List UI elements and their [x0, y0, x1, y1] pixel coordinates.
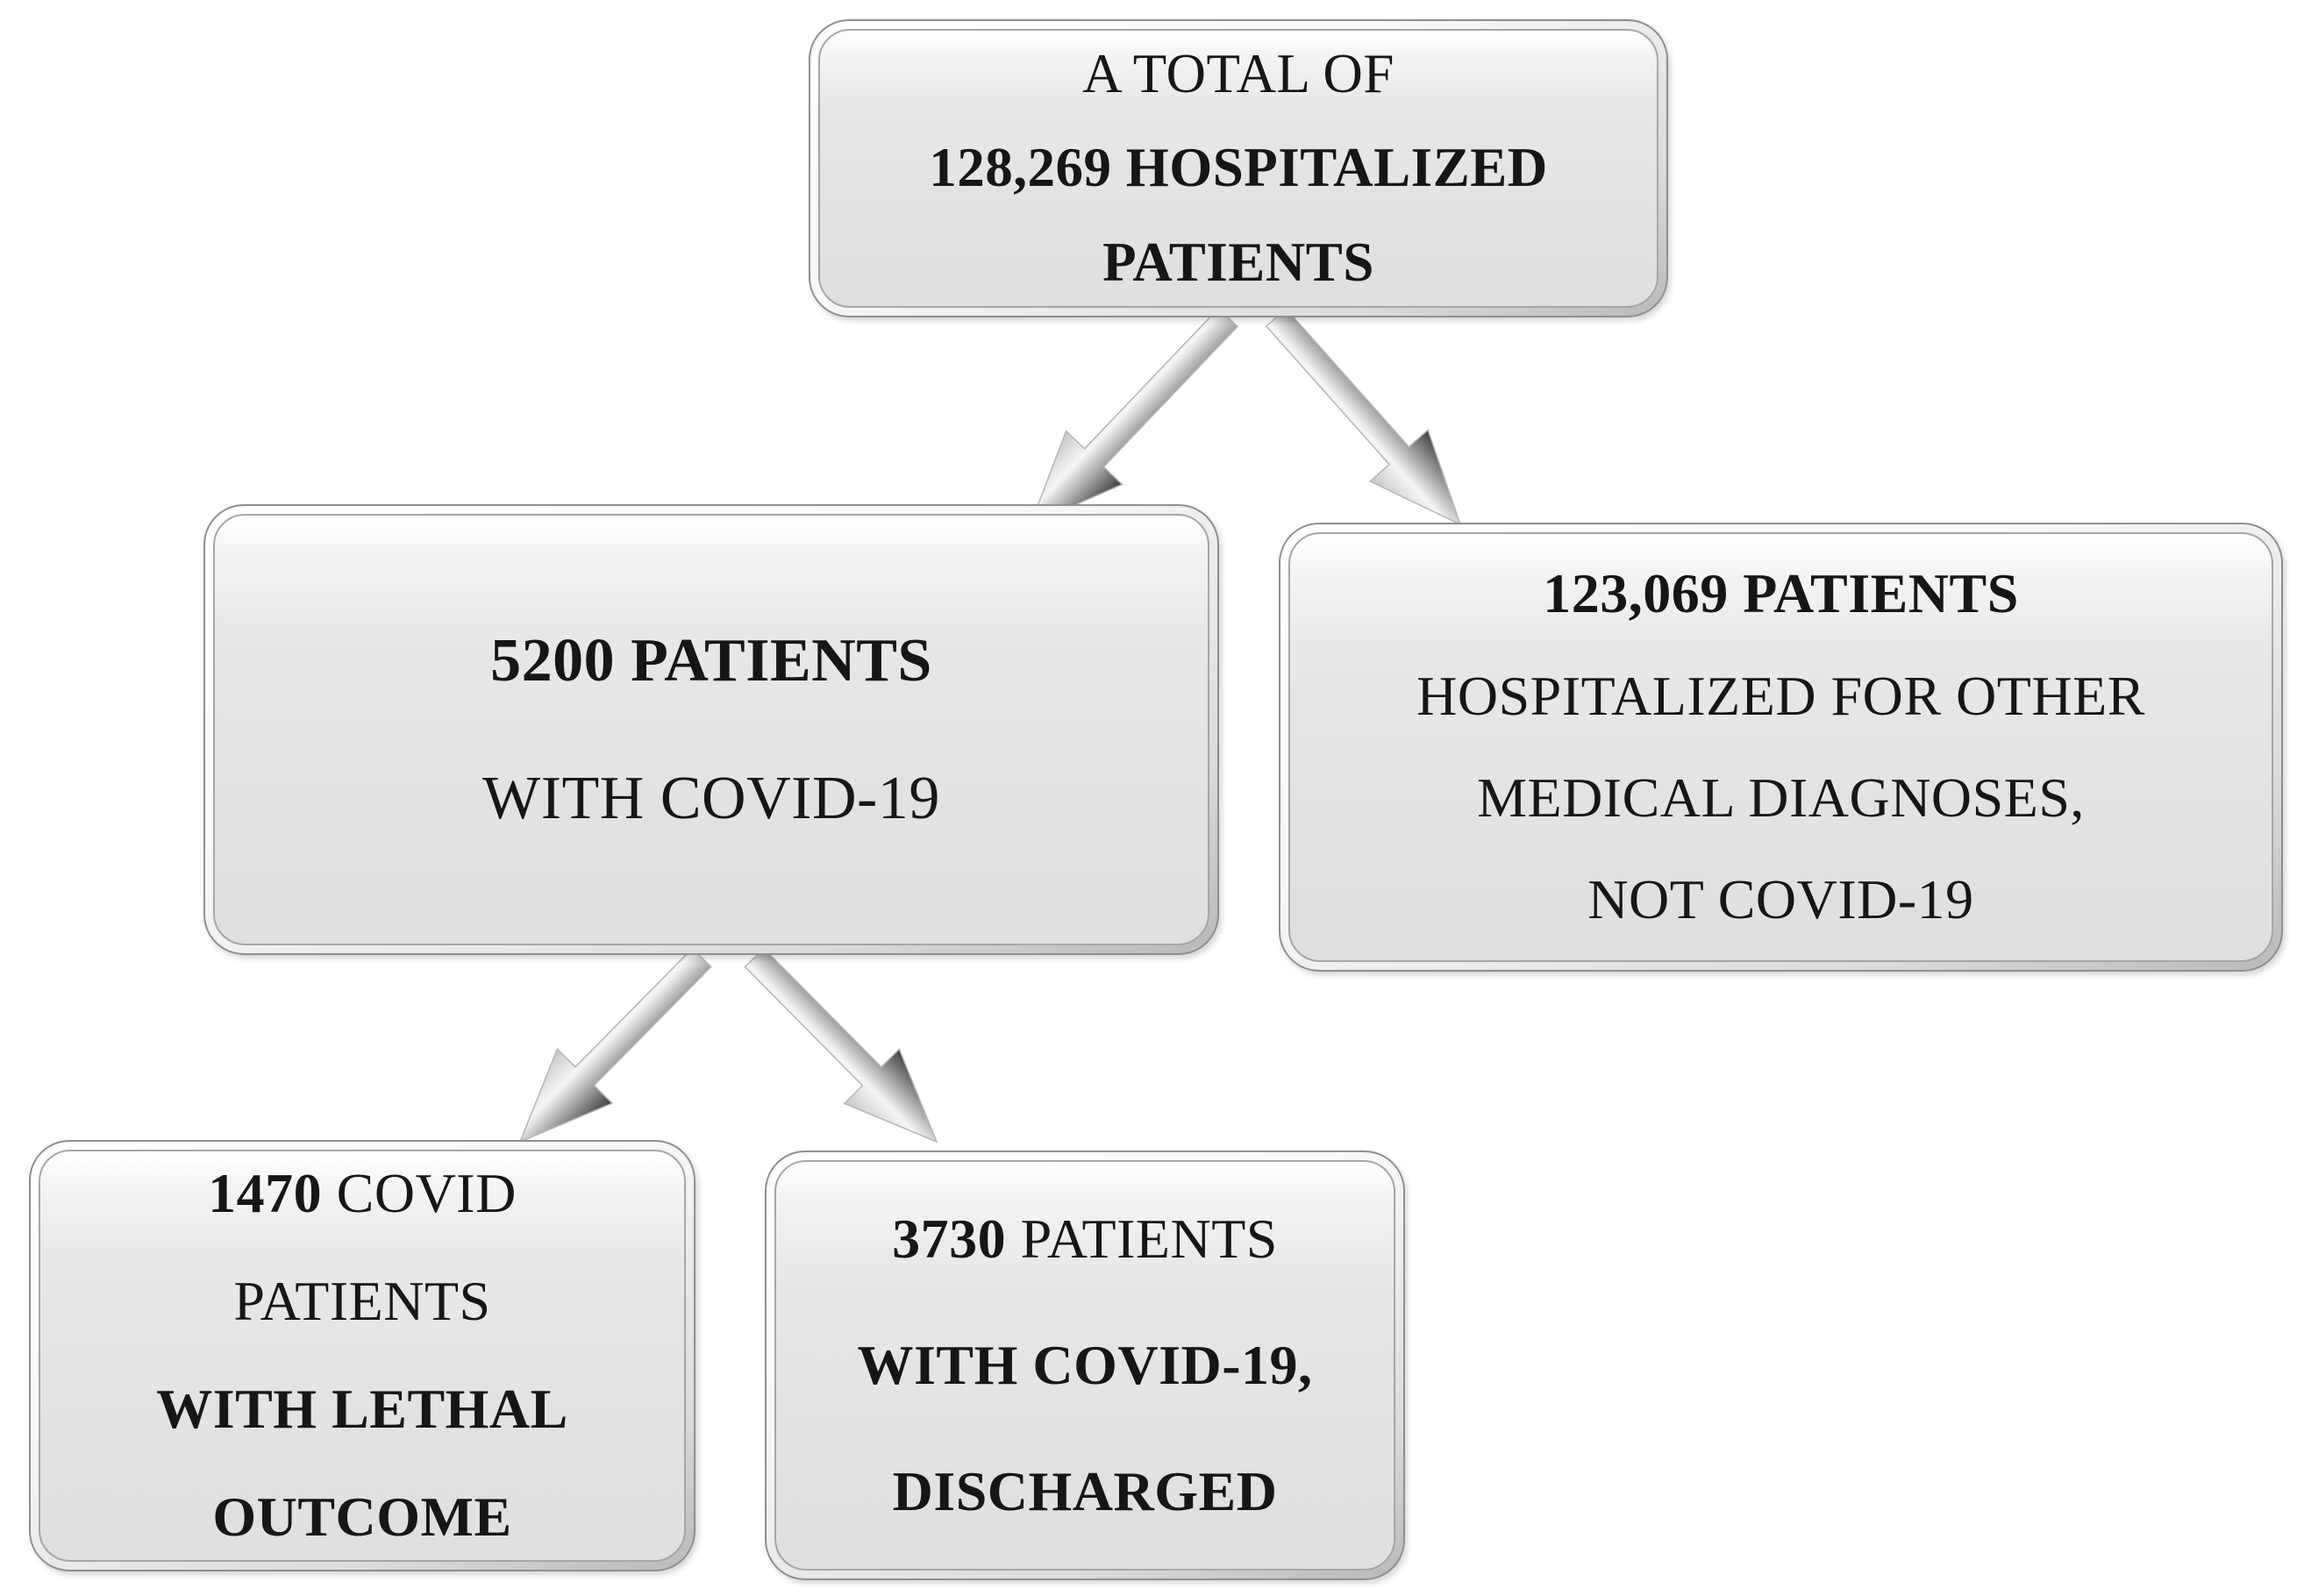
node-lethal-outcome: 1470 COVID PATIENTS WITH LETHAL OUTCOME [29, 1140, 695, 1571]
node-text-line: A TOTAL OF [1082, 43, 1395, 105]
text-segment: PATIENTS [1020, 1208, 1278, 1270]
node-total-hospitalized: A TOTAL OF 128,269 HOSPITALIZED PATIENTS [809, 19, 1668, 317]
node-text-line: MEDICAL DIAGNOSES, [1477, 766, 2085, 829]
node-text-line: WITH COVID-19, [857, 1334, 1313, 1396]
text-segment: COVID [336, 1162, 517, 1225]
node-text-line: HOSPITALIZED FOR OTHER [1416, 664, 2145, 727]
node-text-line: WITH COVID-19 [482, 765, 940, 832]
node-other-diagnoses: 123,069 PATIENTS HOSPITALIZED FOR OTHER … [1279, 523, 2283, 972]
node-covid-patients-body: 5200 PATIENTS WITH COVID-19 [213, 514, 1209, 945]
node-other-diagnoses-body: 123,069 PATIENTS HOSPITALIZED FOR OTHER … [1288, 532, 2273, 962]
node-text-line: 5200 PATIENTS [490, 626, 932, 695]
node-text-line: PATIENTS [233, 1270, 491, 1333]
node-text-line: 3730 PATIENTS [892, 1176, 1278, 1302]
node-text-line: NOT COVID-19 [1587, 868, 1974, 931]
node-text-line: PATIENTS [1102, 231, 1374, 293]
arrow-covid-to-lethal [518, 947, 712, 1144]
text-segment: 1470 [208, 1162, 323, 1225]
node-discharged: 3730 PATIENTS WITH COVID-19, DISCHARGED [765, 1151, 1405, 1580]
arrow-covid-to-discharged [744, 947, 938, 1144]
node-total-hospitalized-body: A TOTAL OF 128,269 HOSPITALIZED PATIENTS [818, 29, 1658, 308]
arrow-total-to-other [1265, 307, 1462, 526]
arrow-total-to-covid [1029, 307, 1238, 526]
node-lethal-outcome-body: 1470 COVID PATIENTS WITH LETHAL OUTCOME [39, 1150, 686, 1562]
node-text-line: 1470 COVID [208, 1140, 517, 1248]
node-discharged-body: 3730 PATIENTS WITH COVID-19, DISCHARGED [774, 1160, 1395, 1571]
node-covid-patients: 5200 PATIENTS WITH COVID-19 [203, 504, 1219, 955]
node-text-line: 123,069 PATIENTS [1543, 562, 2019, 625]
node-text-line: OUTCOME [212, 1485, 512, 1548]
text-segment: 3730 [892, 1208, 1007, 1270]
node-text-line: DISCHARGED [892, 1460, 1278, 1522]
node-text-line: WITH LETHAL [156, 1378, 568, 1440]
node-text-line: 128,269 HOSPITALIZED [929, 137, 1548, 199]
